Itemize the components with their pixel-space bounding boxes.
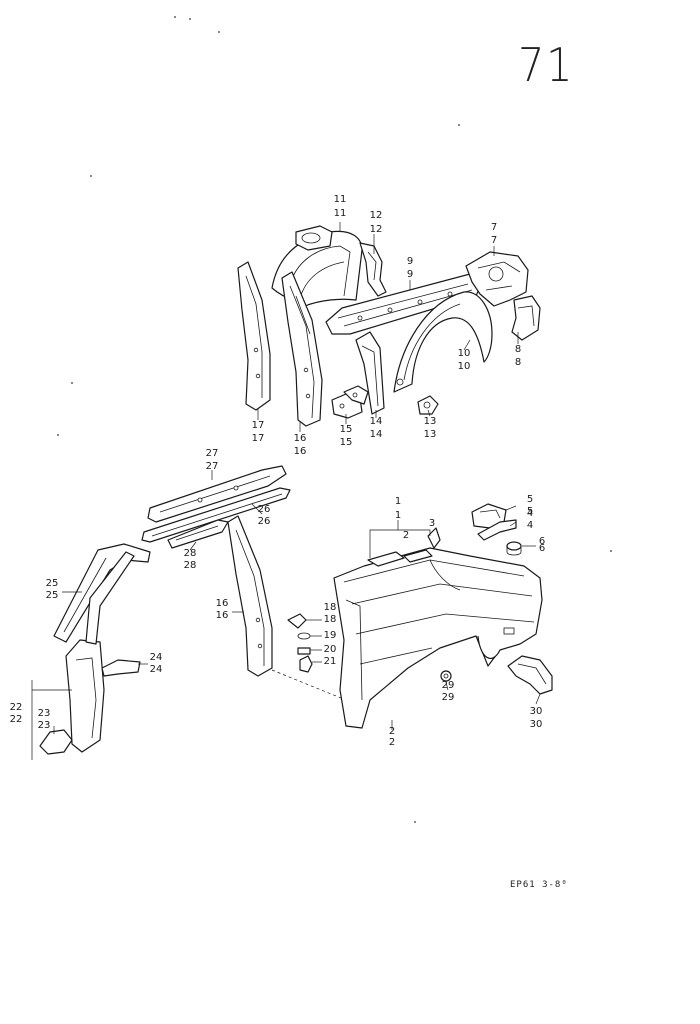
callout-7-alt: 7 [491,235,497,246]
callout-2-bottom-alt: 2 [389,737,395,748]
part-10-wheel-arch [393,291,493,393]
callout-3: 3 [429,518,435,529]
callout-14-alt: 14 [370,429,383,440]
callout-12: 12 [370,210,383,221]
part-29-grommet [440,670,452,682]
callout-29: 29 [442,680,455,691]
callout-25-alt: 25 [46,590,59,601]
callout-10-alt: 10 [458,361,471,372]
part-25-a-pillar [53,543,151,643]
callout-labels: 11 11 12 12 9 9 7 7 8 8 10 10 17 17 16 1… [10,194,546,748]
callout-30-alt: 30 [530,719,543,730]
part-22-pillar-lower [65,551,135,753]
part-16-pillar-upper [281,271,323,427]
callout-6-alt: 6 [539,543,545,554]
callout-8: 8 [515,344,521,355]
parts-18-21-hardware [287,613,313,673]
part-4-bracket [477,519,517,541]
callout-5-alt: 5 [527,506,533,517]
callout-27: 27 [206,448,219,459]
callout-9: 9 [407,256,413,267]
part-26-rail [141,487,291,543]
callout-30: 30 [530,706,543,717]
callout-4-alt: 4 [527,520,533,531]
callout-21: 21 [324,656,337,667]
callout-18-alt: 18 [324,614,337,625]
callout-13: 13 [424,416,437,427]
callout-2-top: 2 [403,530,409,541]
leader-lines [31,222,541,760]
callout-7: 7 [491,222,497,233]
part-14-post [355,331,385,415]
callout-17-alt: 17 [252,433,265,444]
assembly-line [271,669,347,701]
part-24-bracket [101,659,141,677]
callout-28: 28 [184,548,197,559]
callout-17: 17 [252,420,265,431]
part-28-rail [167,519,229,549]
footer-code: EP61 3-8⁰ [510,880,568,890]
callout-12-alt: 12 [370,224,383,235]
callout-6: 6 [539,536,545,547]
part-2-quarter-panel [333,547,543,729]
part-16-pillar-lower [227,515,273,677]
callout-11-alt: 11 [334,208,347,219]
callout-16-lower-alt: 16 [216,610,229,621]
page-number: 71 [518,38,575,92]
callout-1-alt: 1 [395,510,401,521]
callout-27-alt: 27 [206,461,219,472]
part-30-bracket [507,655,553,695]
callout-15: 15 [340,424,353,435]
callout-25: 25 [46,578,59,589]
callout-8-alt: 8 [515,357,521,368]
callout-22: 22 [10,702,23,713]
callout-15-alt: 15 [340,437,353,448]
part-27-roof-rail [147,465,287,523]
callout-16-upper: 16 [294,433,307,444]
part-12-bracket [359,242,387,297]
callout-1: 1 [395,496,401,507]
part-8-bracket [511,295,541,341]
part-13-clip [417,395,439,415]
part-9-rail [325,273,483,335]
callout-14: 14 [370,416,383,427]
callout-24-alt: 24 [150,664,163,675]
callout-16-lower: 16 [216,598,229,609]
callout-2-bottom: 2 [389,726,395,737]
callout-23: 23 [38,708,51,719]
callout-29-alt: 29 [442,692,455,703]
callout-11: 11 [334,194,347,205]
part-7-bracket [465,251,529,307]
part-15-plates [331,385,369,419]
callout-20: 20 [324,644,337,655]
callout-26-alt: 26 [258,516,271,527]
callout-5: 5 [527,494,533,505]
callout-9-alt: 9 [407,269,413,280]
part-17-pillar [237,261,271,411]
callout-10: 10 [458,348,471,359]
callout-13-alt: 13 [424,429,437,440]
part-6-plug [506,541,522,556]
scan-specks [57,16,612,823]
callout-28-alt: 28 [184,560,197,571]
callout-4: 4 [527,508,533,519]
callout-24: 24 [150,652,163,663]
callout-22-alt: 22 [10,714,23,725]
callout-19: 19 [324,630,337,641]
part-3-strip [427,527,441,549]
callout-16-upper-alt: 16 [294,446,307,457]
callout-23-alt: 23 [38,720,51,731]
callout-26: 26 [258,504,271,515]
part-23-plate [39,729,73,755]
callout-18: 18 [324,602,337,613]
